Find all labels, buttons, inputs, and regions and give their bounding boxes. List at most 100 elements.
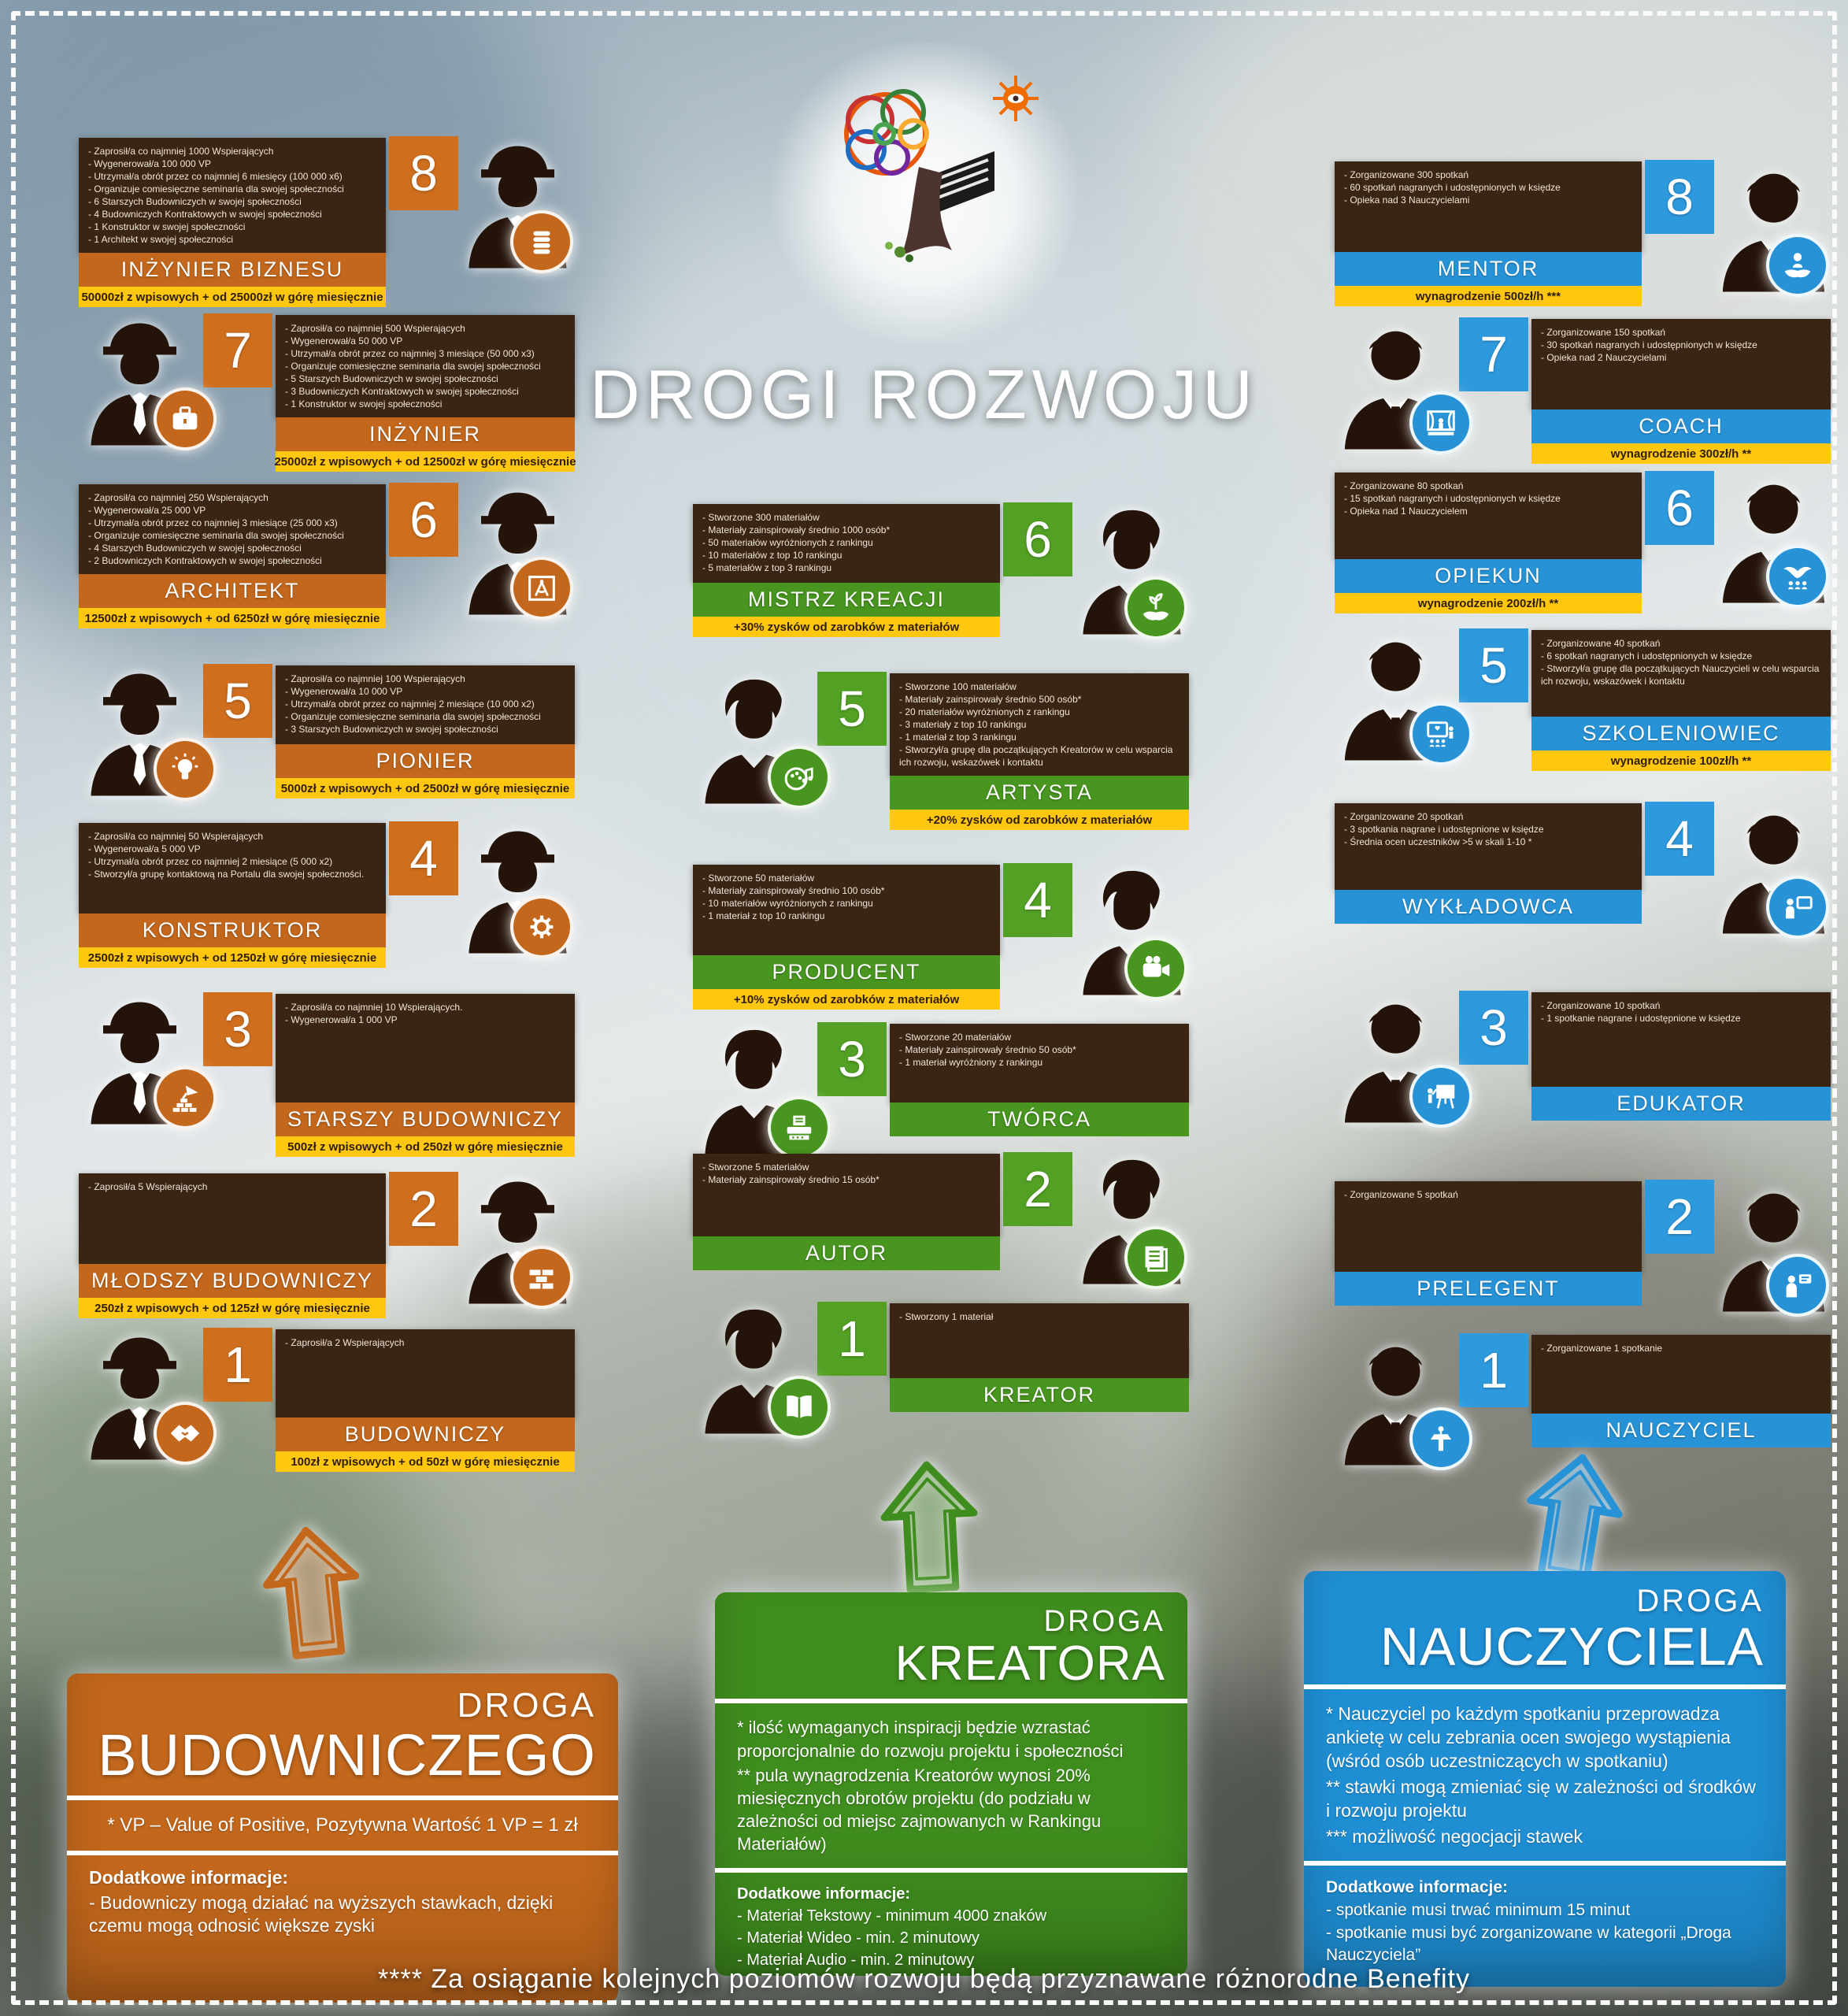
requirement-line: - Materiały zainspirowały średnio 1000 o…	[702, 524, 891, 536]
level-title-bar: STARSZY BUDOWNICZY	[276, 1102, 575, 1136]
info-box-path-name: NAUCZYCIELA	[1380, 1617, 1764, 1677]
info-box-extra-line: - Materiał Tekstowy - minimum 4000 znakó…	[737, 1907, 1047, 1925]
info-box-extra-line: - Materiał Wideo - min. 2 minutowy	[737, 1929, 980, 1947]
palette-music-icon	[768, 746, 831, 809]
level-number: 2	[1003, 1152, 1072, 1226]
level-title-bar: ARTYSTA	[890, 776, 1189, 810]
requirement-line: - Stworzone 100 materiałów	[899, 681, 1017, 692]
sun-eye-icon	[993, 76, 1039, 121]
info-box-extra: Dodatkowe informacje:- spotkanie musi tr…	[1304, 1866, 1786, 1978]
level-content: - Zorganizowane 40 spotkań- 6 spotkań na…	[1531, 630, 1831, 771]
info-box-path-word: DROGA	[1636, 1584, 1764, 1618]
info-box-extra-line: - spotkanie musi trwać minimum 15 minut	[1326, 1901, 1631, 1920]
level-content: - Zorganizowane 80 spotkań- 15 spotkań n…	[1335, 472, 1642, 613]
level-requirements-box: - Zorganizowane 40 spotkań- 6 spotkań na…	[1531, 630, 1831, 717]
requirement-line: - Zorganizowane 1 spotkanie	[1541, 1343, 1663, 1354]
requirement-line: - Organizuje comiesięczne seminaria dla …	[88, 530, 344, 541]
requirement-line: - 1 Konstruktor w swojej społeczności	[88, 221, 246, 232]
handshake-icon	[154, 1402, 217, 1465]
requirement-line: - Zaprosił/a 5 Wspierających	[88, 1181, 208, 1192]
requirement-line: - Średnia ocen uczestników >5 w skali 1-…	[1344, 836, 1532, 847]
requirement-line: - Utrzymał/a obrót przez co najmniej 3 m…	[88, 517, 338, 528]
requirement-line: - Stworzone 20 materiałów	[899, 1032, 1012, 1043]
requirement-line: - Zaprosił/a co najmniej 10 Wspierającyc…	[285, 1002, 463, 1013]
info-box-extra-line: - spotkanie musi być zorganizowane w kat…	[1326, 1924, 1731, 1964]
level-requirements-box: - Zorganizowane 300 spotkań- 60 spotkań …	[1335, 161, 1642, 252]
level-content: - Zaprosił/a co najmniej 100 Wspierający…	[276, 665, 575, 799]
coins-icon	[510, 210, 573, 273]
requirement-line: - 10 materiałów wyróżnionych z rankingu	[702, 898, 873, 909]
level-content: - Stworzone 5 materiałów- Materiały zain…	[693, 1154, 1000, 1270]
info-box-path-word: DROGA	[457, 1686, 596, 1725]
level-requirements-box: - Stworzone 300 materiałów- Materiały za…	[693, 504, 1000, 583]
requirement-line: - 2 Budowniczych Kontraktowych w swojej …	[88, 555, 322, 566]
level-content: - Zorganizowane 20 spotkań- 3 spotkania …	[1335, 803, 1642, 924]
requirement-line: - 4 Budowniczych Kontraktowych w swojej …	[88, 209, 322, 220]
level-number: 1	[1459, 1333, 1528, 1407]
requirement-line: - 6 Starszych Budowniczych w swojej społ…	[88, 196, 302, 207]
level-reward-bar: +30% zysków od zarobków z materiałów	[693, 617, 1000, 637]
requirement-line: - Zaprosił/a co najmniej 50 Wspierającyc…	[88, 831, 264, 842]
level-title-bar: PIONIER	[276, 744, 575, 778]
requirement-line: - Wygenerował/a 1 000 VP	[285, 1014, 398, 1025]
requirement-line: - Organizuje comiesięczne seminaria dla …	[88, 183, 344, 195]
lecture-screen-icon	[1766, 876, 1829, 939]
level-requirements-box: - Zorganizowane 10 spotkań - 1 spotkanie …	[1531, 992, 1831, 1087]
info-box-note: * VP – Value of Positive, Pozytywna Wart…	[107, 1814, 578, 1836]
requirement-line: - 50 materiałów wyróżnionych z rankingu	[702, 537, 873, 548]
level-title-bar: EDUKATOR	[1531, 1087, 1831, 1121]
requirement-line: - 4 Starszych Budowniczych w swojej społ…	[88, 543, 302, 554]
requirement-line: - Stworzone 5 materiałów	[702, 1162, 809, 1173]
info-box-extra-title: Dodatkowe informacje:	[89, 1866, 289, 1888]
level-reward-bar: wynagrodzenie 100zł/h **	[1531, 750, 1831, 771]
requirement-line: - 3 materiały z top 10 rankingu	[899, 719, 1027, 730]
level-title-bar: SZKOLENIOWIEC	[1531, 717, 1831, 750]
requirement-line: - Wygenerował/a 50 000 VP	[285, 335, 403, 346]
level-number: 6	[389, 483, 458, 557]
level-requirements-box: - Stworzone 100 materiałów- Materiały za…	[890, 673, 1189, 776]
up-arrow-builder	[246, 1518, 379, 1672]
level-requirements-box: - Zorganizowane 5 spotkań	[1335, 1181, 1642, 1272]
level-title-bar: OPIEKUN	[1335, 559, 1642, 593]
video-camera-icon	[1124, 937, 1187, 1000]
requirement-line: - Zorganizowane 80 spotkań	[1344, 480, 1464, 491]
level-title-bar: MŁODSZY BUDOWNICZY	[79, 1264, 386, 1298]
level-number: 4	[389, 821, 458, 895]
info-box-notes: * VP – Value of Positive, Pozytywna Wart…	[67, 1800, 618, 1851]
level-number: 2	[389, 1172, 458, 1246]
requirement-line: - Zorganizowane 40 spotkań	[1541, 638, 1661, 649]
requirement-line: - Wygenerował/a 100 000 VP	[88, 158, 211, 169]
lightbulb-icon	[154, 738, 217, 801]
requirement-line: - 3 Starszych Budowniczych w swojej społ…	[285, 724, 498, 735]
level-title-bar: KONSTRUKTOR	[79, 914, 386, 947]
level-requirements-box: - Zorganizowane 1 spotkanie	[1531, 1335, 1831, 1414]
requirement-line: - 1 materiał z top 10 rankingu	[702, 910, 825, 921]
level-title-bar: PRELEGENT	[1335, 1272, 1642, 1306]
requirement-line: - Utrzymał/a obrót przez co najmniej 2 m…	[285, 699, 535, 710]
blueprint-icon	[510, 557, 573, 620]
level-reward-bar: wynagrodzenie 300zł/h **	[1531, 443, 1831, 464]
requirement-line: - 1 materiał wyróżniony z rankingu	[899, 1057, 1043, 1068]
info-box-extra: Dodatkowe informacje:- Materiał Tekstowy…	[715, 1873, 1187, 1976]
gear-icon	[510, 895, 573, 958]
level-title-bar: MISTRZ KREACJI	[693, 583, 1000, 617]
requirement-line: - 20 materiałów wyróżnionych z rankingu	[899, 706, 1070, 717]
level-content: - Zaprosił/a co najmniej 250 Wspierający…	[79, 484, 386, 628]
level-requirements-box: - Zaprosił/a 2 Wspierających	[276, 1329, 575, 1418]
requirement-line: - Zorganizowane 10 spotkań	[1541, 1000, 1661, 1011]
level-content: - Stworzone 50 materiałów- Materiały zai…	[693, 865, 1000, 1010]
requirement-line: - Wygenerował/a 10 000 VP	[285, 686, 403, 697]
level-reward-bar: 100zł z wpisowych + od 50zł w górę miesi…	[276, 1451, 575, 1472]
info-box-note: * Nauczyciel po każdym spotkaniu przepro…	[1326, 1703, 1731, 1772]
level-title-bar: ARCHITEKT	[79, 574, 386, 608]
level-reward-bar: wynagrodzenie 200zł/h **	[1335, 593, 1642, 613]
requirement-line: - Zorganizowane 20 spotkań	[1344, 811, 1464, 822]
requirement-line: - 1 spotkanie nagrane i udostępnione w k…	[1541, 1013, 1741, 1024]
